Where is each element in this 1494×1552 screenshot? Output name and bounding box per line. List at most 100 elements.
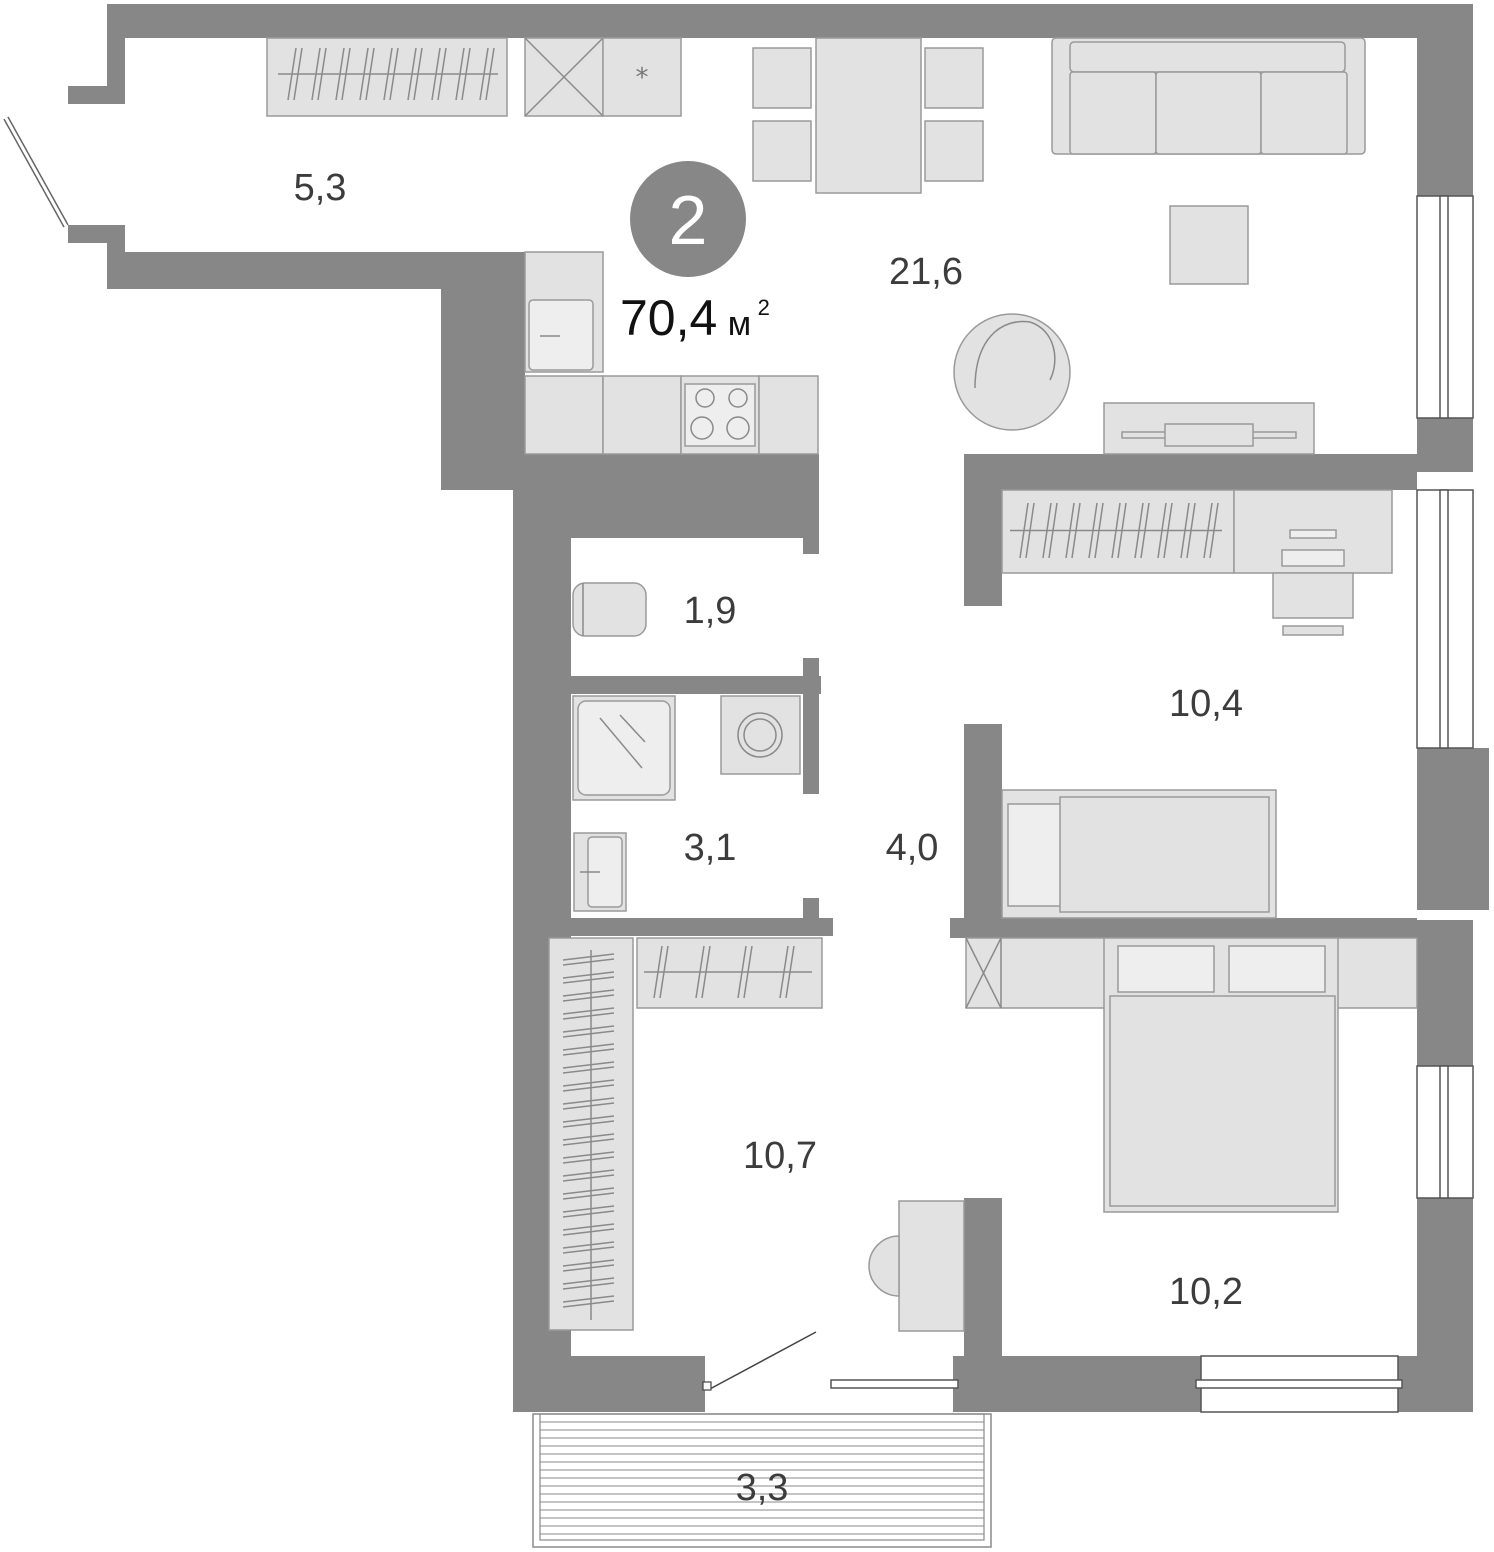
sink xyxy=(573,832,627,912)
hanger xyxy=(562,1043,615,1051)
hanger xyxy=(562,976,615,984)
hanger xyxy=(562,1151,615,1159)
hanger xyxy=(413,47,423,101)
hanger xyxy=(479,47,489,101)
hanger xyxy=(1203,502,1213,559)
hanger xyxy=(365,47,375,101)
hanger xyxy=(562,1025,615,1033)
hanger xyxy=(562,994,615,1002)
room-area-bedroom-small: 10,4 xyxy=(1169,683,1243,725)
hanger xyxy=(1094,502,1104,559)
room-area-living-kitchen: 21,6 xyxy=(889,251,963,293)
hanger xyxy=(1048,502,1058,559)
hanger xyxy=(562,1084,615,1092)
hanger xyxy=(562,1210,615,1218)
hanger xyxy=(562,1205,615,1213)
hanger xyxy=(1042,502,1052,559)
hanger xyxy=(562,953,615,961)
tv-stand xyxy=(1103,402,1315,455)
coffee-table xyxy=(1169,205,1249,285)
washing-machine xyxy=(720,695,801,775)
hanger xyxy=(562,1120,615,1128)
hanger xyxy=(562,1295,615,1303)
hanger xyxy=(341,47,351,101)
hanger xyxy=(1088,502,1098,559)
hanger xyxy=(659,945,669,999)
rooms-count: 2 xyxy=(669,181,708,259)
hanger xyxy=(1157,502,1167,559)
hanger xyxy=(562,1133,615,1141)
hanger xyxy=(1180,502,1190,559)
hanger xyxy=(562,971,615,979)
hanger xyxy=(455,47,465,101)
toilet xyxy=(572,582,647,637)
armchair xyxy=(953,313,1071,431)
svg-text:*: * xyxy=(636,63,649,93)
windows xyxy=(3,116,1474,1413)
hanger xyxy=(383,47,393,101)
dressing-table xyxy=(868,1200,965,1332)
hanger xyxy=(562,1259,615,1267)
hanger xyxy=(1186,502,1196,559)
hanger xyxy=(737,945,747,999)
hanger xyxy=(562,1246,615,1254)
room-area-balcony-bottom: 3,3 xyxy=(736,1467,789,1509)
hanger xyxy=(562,1241,615,1249)
hanger xyxy=(431,47,441,101)
hanger xyxy=(1065,502,1075,559)
balcony-hatching xyxy=(540,1421,984,1535)
hanger xyxy=(1071,502,1081,559)
hanger xyxy=(335,47,345,101)
total-area-unit-power: 2 xyxy=(758,295,770,320)
hanger xyxy=(562,1048,615,1056)
hanger xyxy=(562,989,615,997)
hanger xyxy=(562,1007,615,1015)
double-bed xyxy=(1103,937,1339,1213)
hanger xyxy=(562,1169,615,1177)
hanger xyxy=(389,47,399,101)
hanger xyxy=(562,1223,615,1231)
total-area-value: 70,4 xyxy=(620,290,717,346)
hanger xyxy=(437,47,447,101)
hanger xyxy=(562,1282,615,1290)
hallway-wardrobe-horizontal xyxy=(636,937,823,1009)
hanger xyxy=(1019,502,1029,559)
hanger xyxy=(317,47,327,101)
hanger xyxy=(562,1228,615,1236)
hanger xyxy=(562,1187,615,1195)
hanger xyxy=(562,1012,615,1020)
hanger xyxy=(562,1115,615,1123)
hanger xyxy=(359,47,369,101)
room-area-hallway: 10,7 xyxy=(743,1135,817,1177)
single-bed xyxy=(1001,789,1277,919)
hanger xyxy=(562,1174,615,1182)
shower xyxy=(572,695,676,801)
room-area-bedroom-main: 10,2 xyxy=(1169,1271,1243,1313)
hanger xyxy=(1134,502,1144,559)
hanger xyxy=(293,47,303,101)
hanger xyxy=(743,945,753,999)
kitchen-counter xyxy=(524,251,819,455)
hanger xyxy=(562,1030,615,1038)
total-area: 70,4 м 2 xyxy=(620,290,770,346)
hanger xyxy=(1117,502,1127,559)
room-area-bathroom: 3,1 xyxy=(684,827,737,869)
hanger xyxy=(461,47,471,101)
hanger xyxy=(562,1277,615,1285)
room-area-balcony-top: 5,3 xyxy=(294,167,347,209)
total-area-unit: м xyxy=(728,305,751,343)
hanger xyxy=(562,1138,615,1146)
hanger xyxy=(1209,502,1219,559)
hanger xyxy=(562,958,615,966)
sofa xyxy=(1051,37,1366,155)
room-area-wc: 1,9 xyxy=(684,590,737,632)
hanger xyxy=(562,1300,615,1308)
desk-with-computer xyxy=(1233,489,1393,636)
bedroom-wardrobe xyxy=(1001,489,1235,574)
hanger xyxy=(653,945,663,999)
hanger xyxy=(311,47,321,101)
dining-table xyxy=(752,37,984,194)
rooms-count-badge xyxy=(630,161,746,277)
balcony-storage: * xyxy=(266,37,682,117)
